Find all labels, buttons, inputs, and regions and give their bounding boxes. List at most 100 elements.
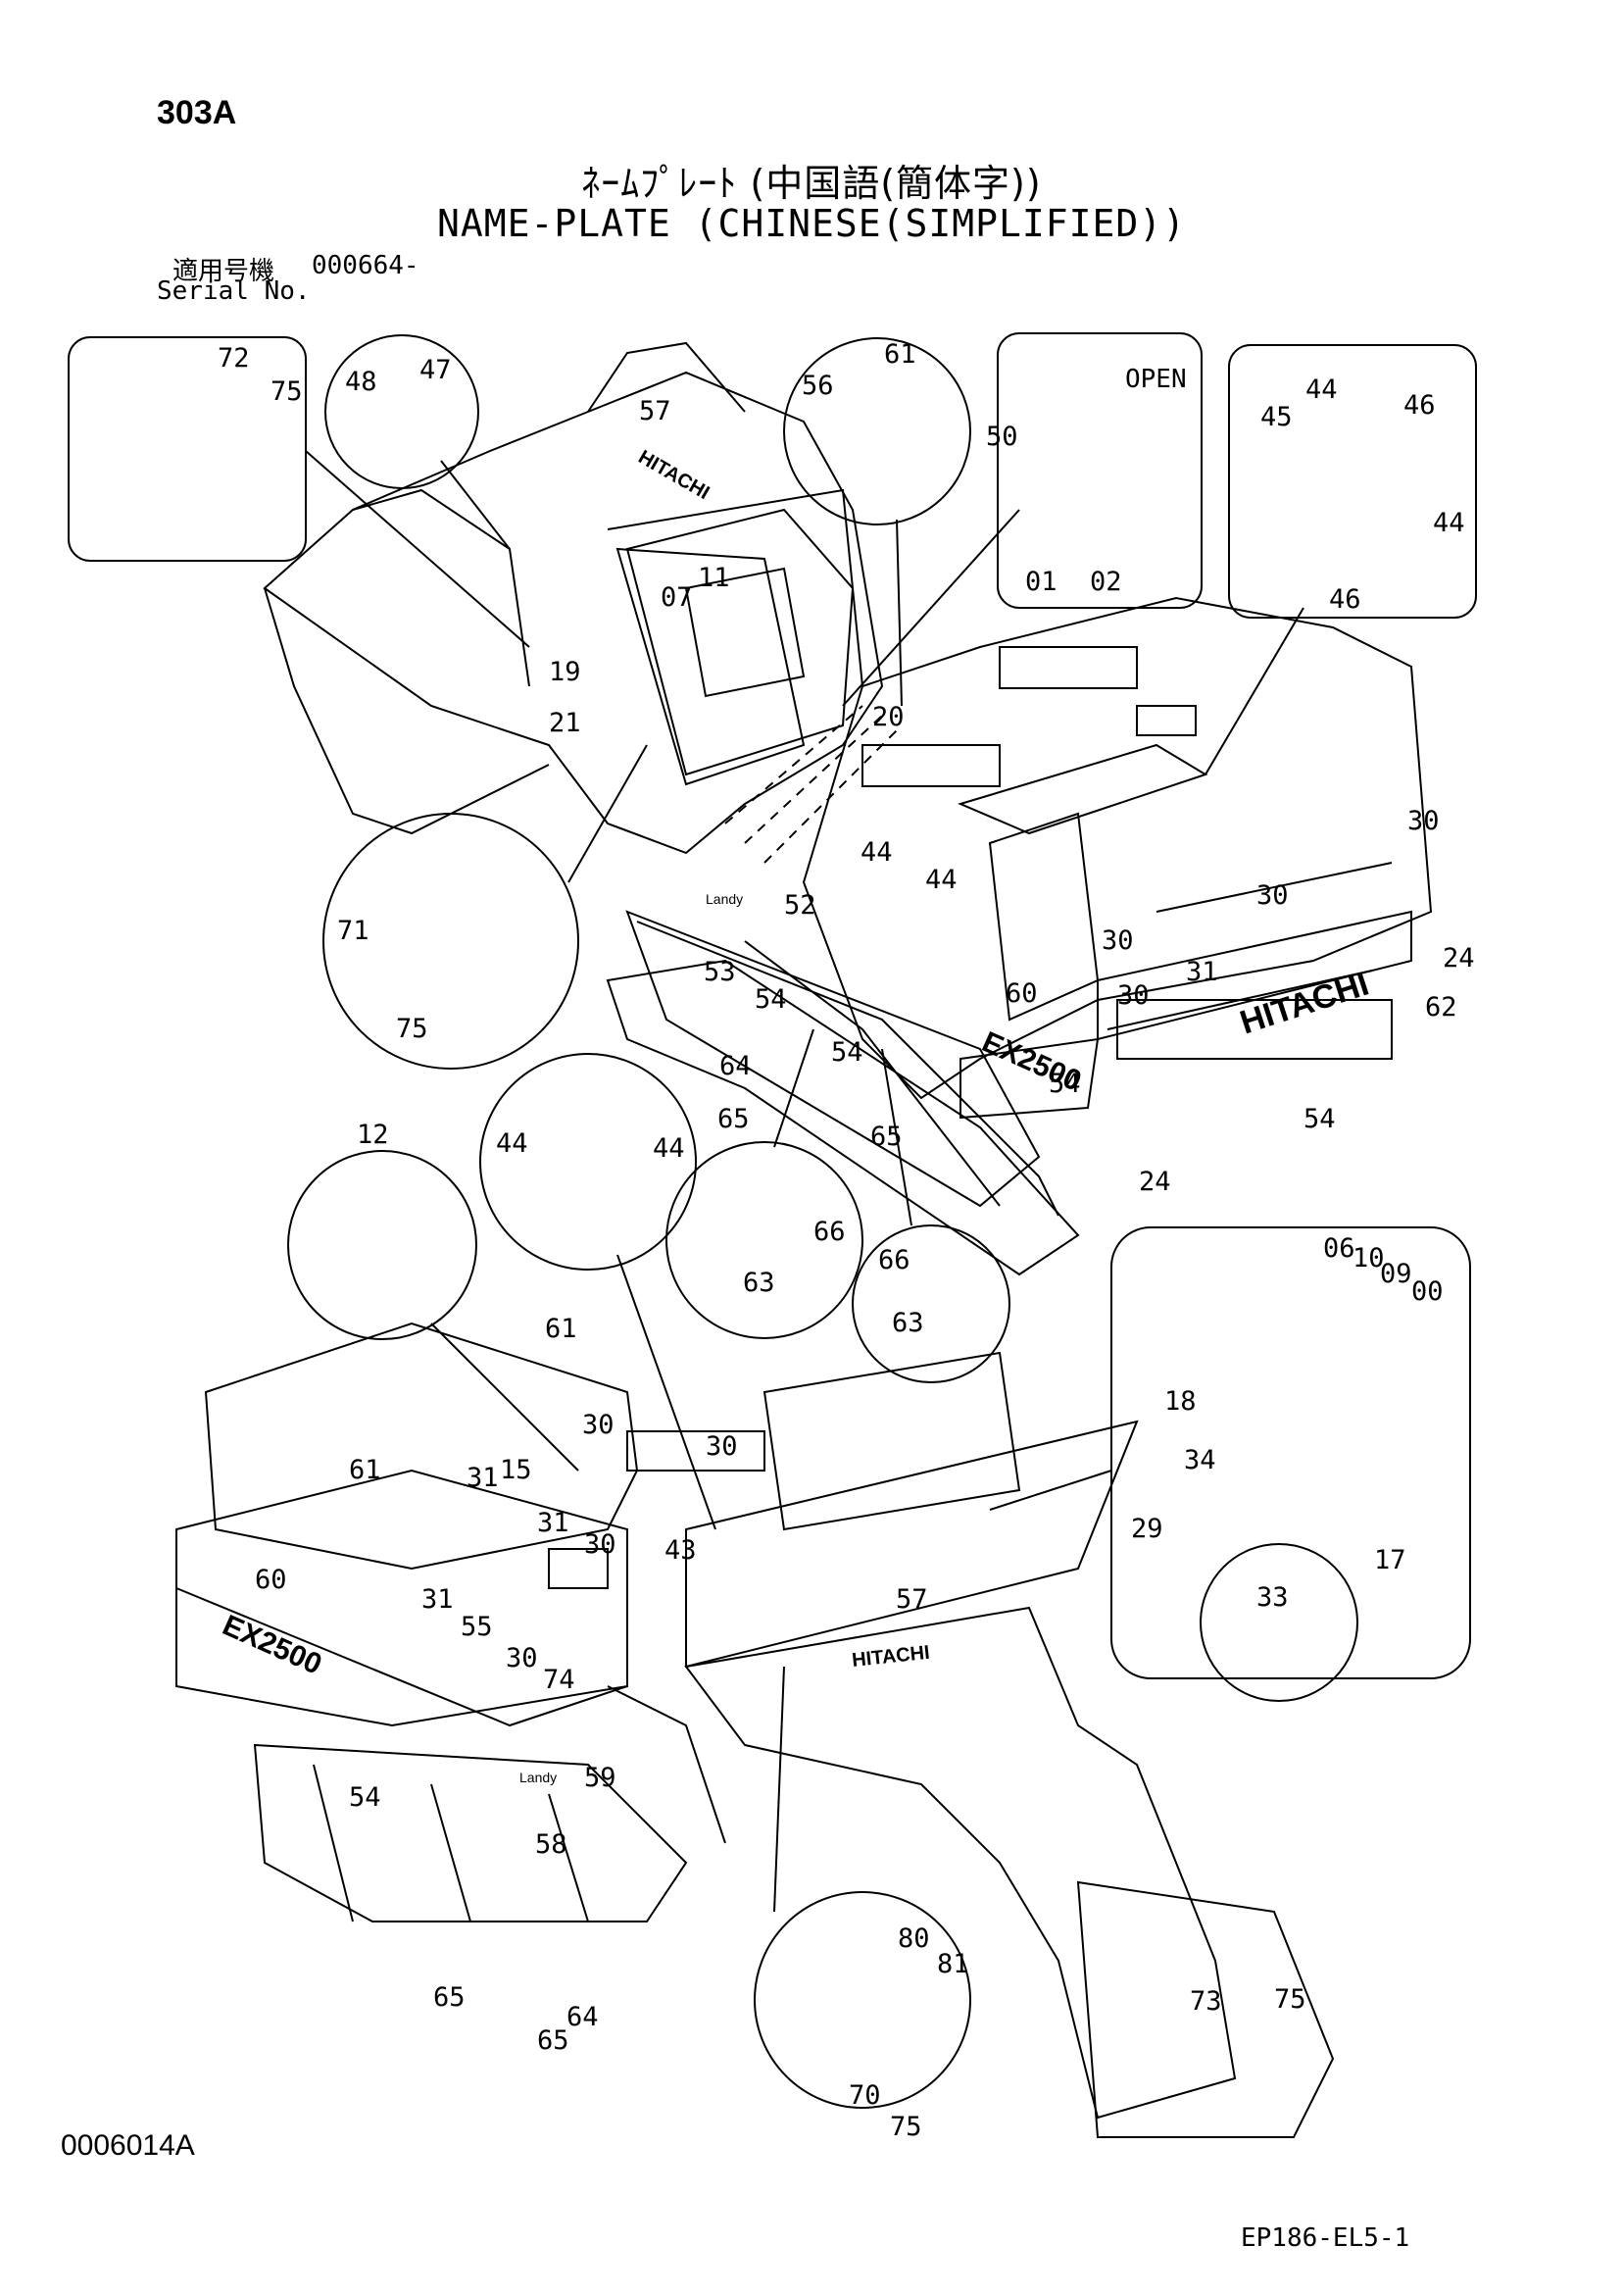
inset-cab-interior: [1110, 1226, 1471, 1679]
page-title-japanese: ﾈｰﾑﾌﾟﾚｰﾄ (中国語(簡体字)): [581, 162, 1042, 205]
callout-top-52: 52: [784, 890, 816, 921]
inset-plates-70-81: [754, 1891, 971, 2109]
callout-top-44: 44: [1305, 374, 1338, 405]
callout-top-61: 61: [884, 339, 916, 370]
callout-bottom-43: 43: [664, 1535, 697, 1566]
callout-bottom-61: 61: [545, 1314, 577, 1344]
callout-top-31: 31: [1186, 957, 1218, 987]
callout-top-62: 62: [1425, 992, 1457, 1023]
open-label: OPEN: [1125, 365, 1187, 394]
serial-number-value: 000664-: [312, 251, 419, 280]
callout-top-46: 46: [1403, 390, 1436, 421]
callout-bottom-59: 59: [584, 1763, 616, 1793]
callout-bottom-00: 00: [1411, 1276, 1444, 1307]
serial-label-english: Serial No.: [157, 276, 311, 306]
inset-lights-12: [287, 1150, 477, 1340]
callout-bottom-65: 65: [537, 2025, 569, 2056]
inset-switch-56-61: [783, 337, 971, 525]
callout-top-65: 65: [870, 1122, 903, 1152]
callout-top-54: 54: [831, 1037, 863, 1068]
callout-bottom-60: 60: [255, 1565, 287, 1595]
callout-top-63: 63: [743, 1268, 775, 1298]
brand-hitachi-upper: HITACHI: [1236, 966, 1373, 1042]
callout-top-60: 60: [1006, 978, 1038, 1009]
callout-bottom-06: 06: [1323, 1233, 1355, 1264]
callout-top-54: 54: [1303, 1104, 1336, 1134]
callout-bottom-75: 75: [890, 2112, 922, 2142]
callout-bottom-75: 75: [1274, 1984, 1306, 2015]
callout-top-44: 44: [1433, 508, 1465, 538]
callout-top-19: 19: [549, 657, 581, 687]
landy-decal-upper: Landy: [706, 891, 743, 907]
callout-top-30: 30: [1407, 806, 1440, 836]
callout-top-30: 30: [1117, 980, 1150, 1011]
serial-label-japanese: 適用号機: [172, 257, 275, 286]
page-number: 303A: [157, 94, 237, 131]
callout-bottom-30: 30: [582, 1410, 615, 1440]
inset-motor-63-66-b: [852, 1224, 1010, 1383]
callout-bottom-64: 64: [566, 2002, 599, 2032]
callout-top-46: 46: [1329, 584, 1361, 615]
inset-box-44-46: [1228, 344, 1477, 619]
callout-bottom-31: 31: [537, 1508, 569, 1538]
callout-bottom-31: 31: [421, 1584, 454, 1615]
callout-bottom-30: 30: [506, 1643, 538, 1673]
inset-pin-plate: [68, 336, 307, 562]
inset-block-44: [479, 1053, 697, 1271]
callout-top-75: 75: [270, 376, 303, 407]
callout-top-75: 75: [396, 1014, 428, 1044]
brand-hitachi-lower: HITACHI: [851, 1642, 930, 1672]
callout-top-02: 02: [1090, 567, 1122, 597]
inset-motor-63-66: [665, 1141, 863, 1339]
callout-top-21: 21: [549, 708, 581, 738]
callout-top-63: 63: [892, 1308, 924, 1338]
decal-blocks: [548, 646, 1393, 1589]
callout-top-71: 71: [337, 916, 369, 946]
detail-insets: [68, 332, 1477, 2109]
callout-top-50: 50: [986, 422, 1018, 452]
callout-bottom-33: 33: [1256, 1582, 1289, 1613]
callout-top-72: 72: [218, 343, 250, 374]
callout-top-11: 11: [698, 563, 730, 593]
callout-bottom-31: 31: [467, 1463, 499, 1493]
callout-bottom-34: 34: [1184, 1445, 1216, 1475]
callout-bottom-55: 55: [461, 1612, 493, 1642]
callout-top-54: 54: [1049, 1069, 1081, 1099]
callout-bottom-70: 70: [849, 2080, 881, 2111]
leader-lines: [305, 450, 1304, 1913]
callout-bottom-17: 17: [1374, 1545, 1406, 1575]
callout-top-44: 44: [861, 837, 893, 868]
callout-bottom-81: 81: [937, 1949, 969, 1979]
callout-bottom-54: 54: [349, 1782, 381, 1813]
callout-bottom-80: 80: [898, 1923, 930, 1954]
callout-bottom-58: 58: [535, 1829, 567, 1860]
inset-open-panel: [997, 332, 1203, 609]
callout-bottom-15: 15: [500, 1455, 532, 1485]
callout-top-53: 53: [704, 957, 736, 987]
callout-bottom-57: 57: [896, 1584, 928, 1615]
inset-box-33: [1200, 1543, 1358, 1702]
callout-bottom-30: 30: [584, 1529, 616, 1560]
callout-top-66: 66: [813, 1217, 846, 1247]
callout-top-44: 44: [925, 865, 958, 895]
upper-machine-outline: [263, 341, 1433, 1276]
inset-plate-47-48: [324, 334, 479, 489]
callout-top-56: 56: [802, 371, 834, 401]
callout-top-44: 44: [496, 1128, 528, 1159]
landy-decal-lower: Landy: [519, 1770, 557, 1785]
callout-top-07: 07: [661, 582, 693, 613]
callout-top-47: 47: [419, 355, 452, 385]
callout-bottom-09: 09: [1380, 1259, 1412, 1289]
brand-hitachi-boom: HITACHI: [635, 446, 713, 504]
drawing-id: 0006014A: [61, 2129, 195, 2162]
callout-top-30: 30: [1102, 925, 1134, 956]
model-ex2500-lower: EX2500: [218, 1609, 326, 1681]
callout-top-65: 65: [717, 1104, 750, 1134]
callout-top-30: 30: [1256, 880, 1289, 911]
callout-top-66: 66: [878, 1245, 910, 1275]
callout-bottom-10: 10: [1352, 1243, 1385, 1273]
callout-top-12: 12: [357, 1120, 389, 1150]
